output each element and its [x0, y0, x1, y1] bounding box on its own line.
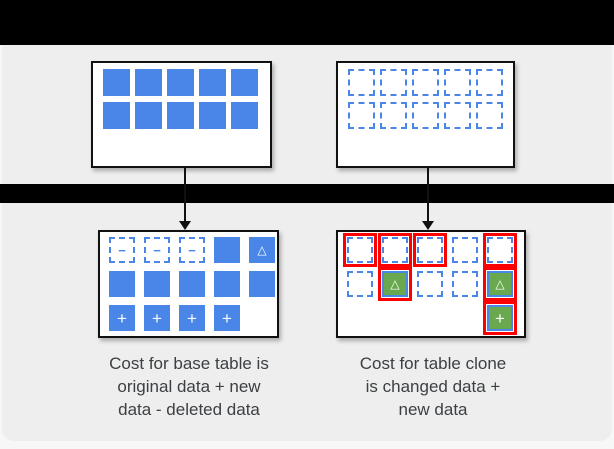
middle-black-band [0, 184, 614, 203]
table-cell-dash [348, 102, 375, 129]
table-cell-green-delta-red: △ [378, 267, 412, 301]
base-table-before-grid [93, 63, 270, 135]
table-cell-dash [380, 69, 407, 96]
table-cell-dash [417, 271, 443, 297]
clone-table-cost-caption: Cost for table clone is changed data + n… [359, 354, 507, 419]
base-table-before-box [91, 61, 272, 168]
table-cell-solid [199, 102, 226, 129]
base-table-after-box: −−−△++++ [98, 230, 279, 338]
table-cell-green-delta-red: △ [483, 267, 517, 301]
clone-table-before-box [336, 61, 515, 168]
right-down-arrow-line [427, 168, 429, 222]
table-cell-dash [444, 102, 471, 129]
base-table-cost-caption: Cost for base table is original data + n… [109, 354, 269, 419]
table-cell-solid [179, 271, 205, 297]
table-cell-solid-plus: + [109, 305, 135, 331]
table-cell-solid [103, 69, 130, 96]
table-cell-dash [452, 271, 478, 297]
table-cell-solid [214, 271, 240, 297]
table-cell-solid [249, 271, 275, 297]
table-cell-dash [476, 69, 503, 96]
table-cell-solid [167, 69, 194, 96]
top-black-band [0, 0, 614, 45]
table-cell-solid-plus: + [214, 305, 240, 331]
table-cell-dash [347, 271, 373, 297]
table-cell-solid [135, 69, 162, 96]
table-cell-solid [109, 271, 135, 297]
clone-table-before-grid [338, 63, 513, 135]
table-cell-green-plus-red: + [483, 301, 517, 335]
table-cell-dash-red [343, 233, 377, 267]
left-down-arrow-icon [179, 221, 191, 230]
table-cell-dash [476, 102, 503, 129]
table-cell-solid [214, 237, 240, 263]
table-cell-dash-minus: − [179, 237, 205, 263]
table-cell-dash [348, 69, 375, 96]
left-down-arrow-line [184, 168, 186, 222]
clone-table-after-box: △△+ [336, 230, 526, 338]
table-cell-solid [231, 102, 258, 129]
table-cell-dash [444, 69, 471, 96]
table-cell-solid-plus: + [144, 305, 170, 331]
table-cell-dash-minus: − [144, 237, 170, 263]
table-cell-solid-plus: + [179, 305, 205, 331]
table-cell-solid [103, 102, 130, 129]
table-cell-dash-red [483, 233, 517, 267]
clone-table-after-grid: △△+ [338, 232, 524, 336]
table-cell-dash-red [413, 233, 447, 267]
table-cell-dash-red [378, 233, 412, 267]
base-table-after-grid: −−−△++++ [100, 232, 277, 336]
table-cell-solid [199, 69, 226, 96]
table-cell-dash [380, 102, 407, 129]
table-cell-dash-minus: − [109, 237, 135, 263]
table-cell-dash [412, 102, 439, 129]
table-cell-dash [452, 237, 478, 263]
table-cell-dash [412, 69, 439, 96]
table-cell-solid-delta: △ [249, 237, 275, 263]
right-down-arrow-icon [422, 221, 434, 230]
table-cell-solid [167, 102, 194, 129]
table-cell-solid [144, 271, 170, 297]
table-cell-solid [231, 69, 258, 96]
table-cell-solid [135, 102, 162, 129]
